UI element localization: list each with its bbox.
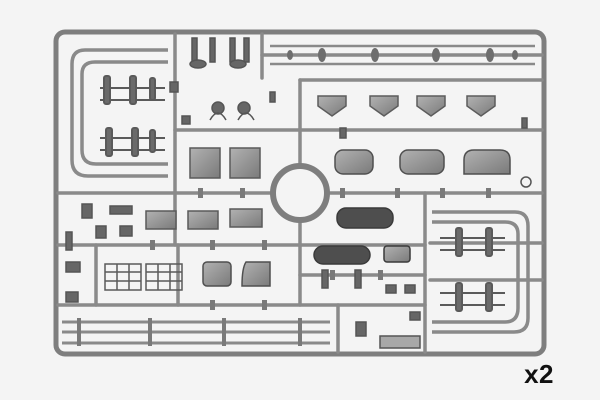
misc-fittings — [65, 81, 532, 349]
right-arcs — [432, 210, 530, 334]
outer-frame — [53, 29, 547, 357]
plates-lower — [145, 208, 263, 230]
plates-upper — [189, 147, 261, 179]
runner-gates — [150, 188, 491, 310]
quantity-label: x2 — [524, 359, 554, 389]
left-arcs — [70, 48, 168, 178]
top-rods — [270, 44, 535, 66]
rounded-boxes — [334, 149, 511, 175]
bottom-rods — [62, 320, 330, 345]
top-left-fittings — [189, 37, 255, 121]
grilles — [104, 263, 183, 291]
rod-gates — [77, 318, 302, 346]
top-knobs — [287, 48, 518, 62]
shield-parts — [317, 95, 496, 117]
lower-small-parts — [202, 261, 271, 287]
right-handles — [440, 227, 505, 312]
left-handles — [100, 75, 165, 157]
cylinders — [313, 207, 411, 265]
center-ring — [270, 163, 330, 223]
